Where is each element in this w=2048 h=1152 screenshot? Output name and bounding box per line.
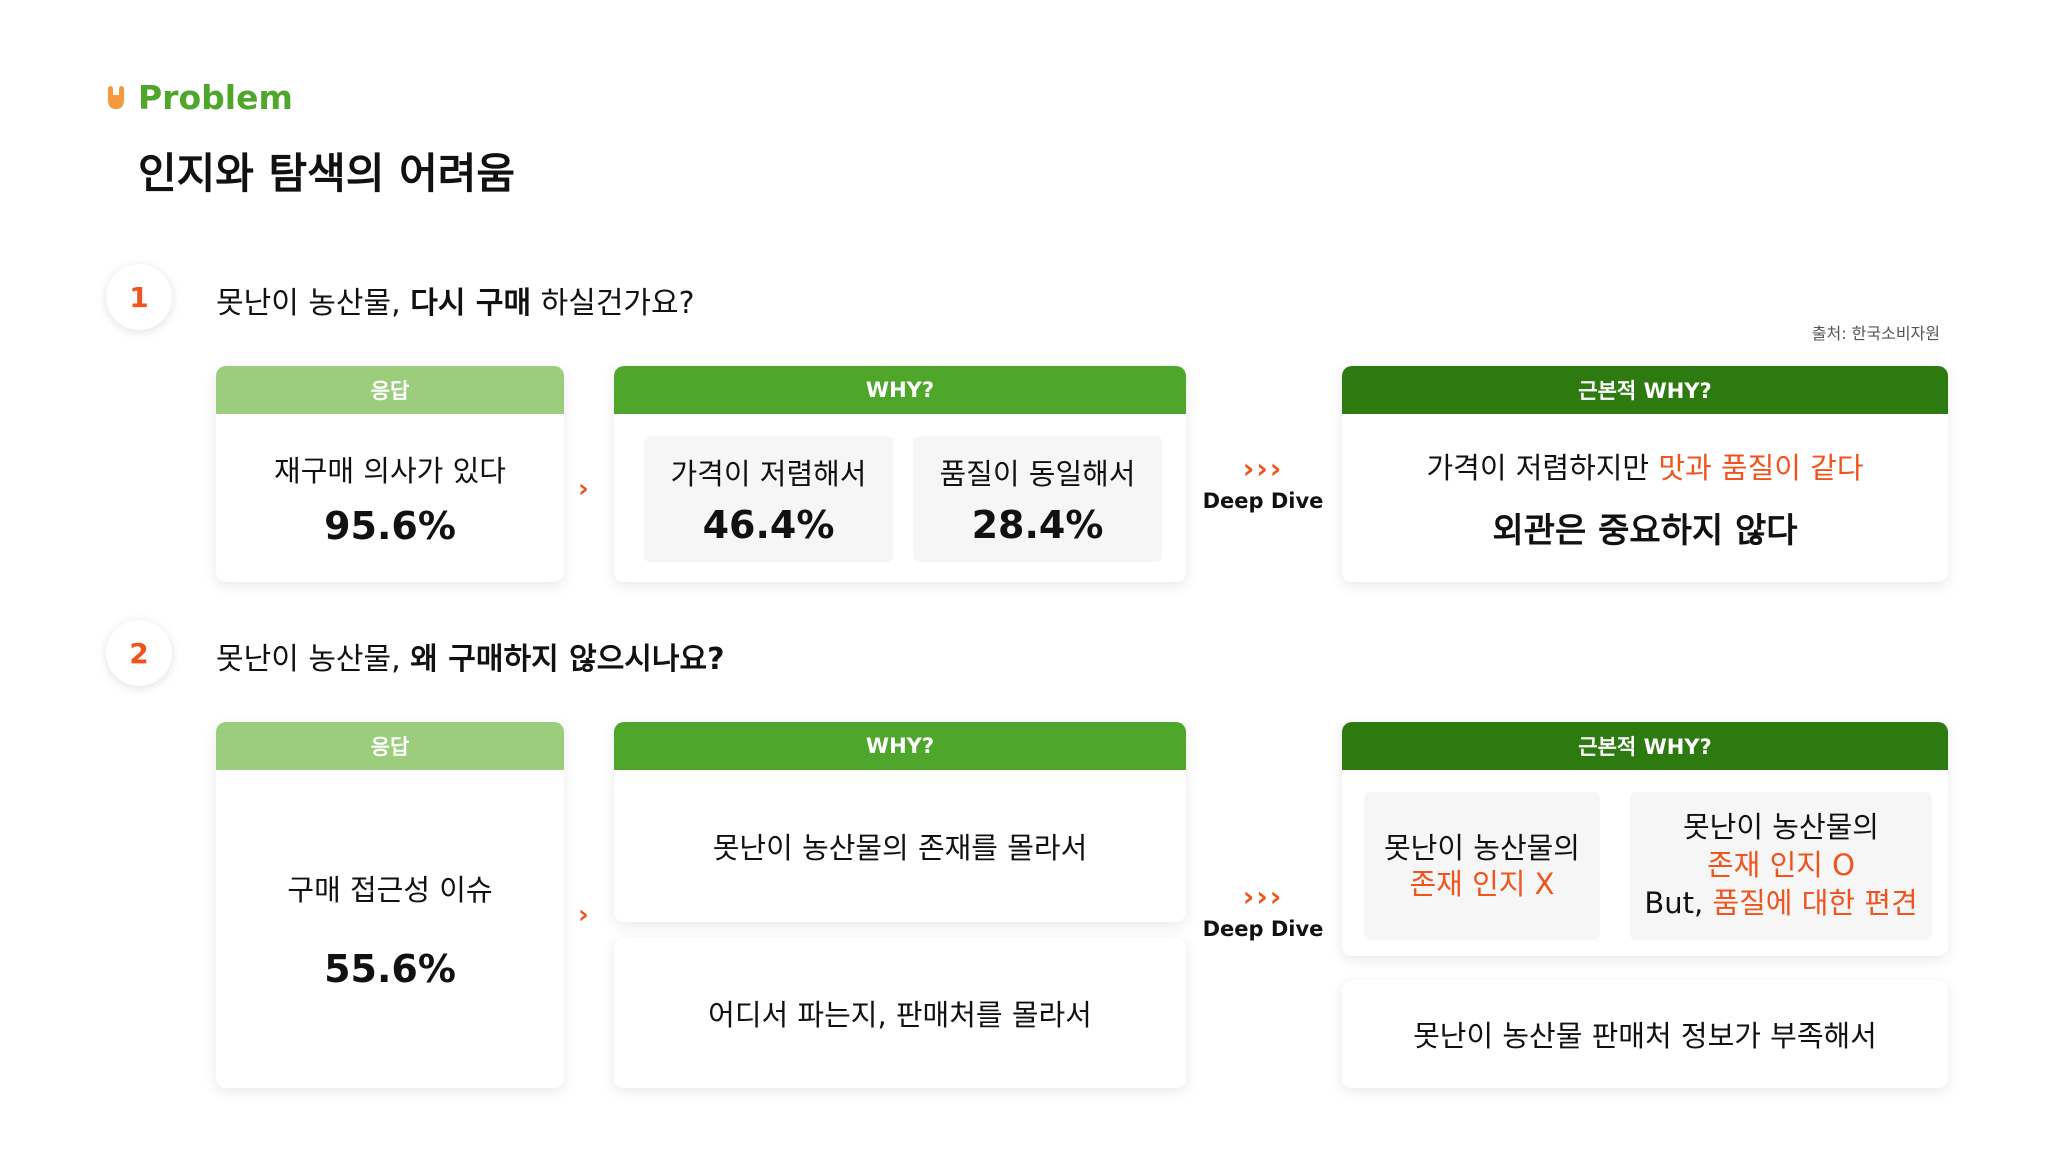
why-item-unaware: 못난이 농산물의 존재를 몰라서 (712, 831, 1088, 865)
source-note: 출처: 한국소비자원 (1811, 324, 1940, 343)
question-2: 못난이 농산물, 왜 구매하지 않으시나요? (216, 634, 725, 678)
why-item-price: 가격이 저렴해서 46.4% (644, 436, 893, 562)
deep-dive-label: Deep Dive (1202, 917, 1324, 941)
question-1-pre: 못난이 농산물, (216, 286, 411, 321)
question-1: 못난이 농산물, 다시 구매 하실건가요? (216, 278, 695, 322)
root-cause-unaware-line-1: 못난이 농산물의 (1384, 830, 1580, 865)
response-text: 구매 접근성 이슈 (287, 873, 493, 907)
response-value: 55.6% (324, 947, 456, 991)
response-card-1: 응답 재구매 의사가 있다 95.6% (216, 366, 564, 582)
why-item-value: 46.4% (702, 503, 835, 547)
question-1-bold: 다시 구매 (410, 286, 532, 321)
question-2-pre: 못난이 농산물, (216, 642, 411, 677)
root-cause-line-2: 외관은 중요하지 않다 (1492, 510, 1798, 551)
triple-chevron-icon: ››› (1242, 880, 1284, 913)
section-label-text: Problem (138, 78, 293, 117)
root-cause-prejudice-highlight: 품질에 대한 편견 (1712, 885, 1918, 920)
why-item-value: 28.4% (971, 503, 1104, 547)
question-number-1: 1 (106, 264, 172, 330)
triple-chevron-icon: ››› (1242, 452, 1284, 485)
root-cause-no-seller-info: 못난이 농산물 판매처 정보가 부족해서 (1342, 980, 1948, 1088)
root-cause-line-1-pre: 가격이 저렴하지만 (1426, 450, 1659, 485)
why-item-quality: 품질이 동일해서 28.4% (913, 436, 1162, 562)
response-value: 95.6% (324, 504, 456, 548)
why-card-1: WHY? 가격이 저렴해서 46.4% 품질이 동일해서 28.4% (614, 366, 1186, 582)
response-text: 재구매 의사가 있다 (274, 454, 506, 488)
question-1-post: 하실건가요? (531, 286, 695, 321)
deep-dive-1: ››› Deep Dive (1200, 452, 1326, 513)
why-item-label: 품질이 동일해서 (939, 457, 1136, 491)
question-2-bold: 왜 구매하지 않으시나요? (410, 642, 725, 677)
chevron-right-icon: › (578, 474, 589, 504)
page-title: 인지와 탐색의 어려움 (138, 149, 516, 198)
deep-dive-2: ››› Deep Dive (1200, 880, 1326, 941)
root-cause-prejudice-line-2: 존재 인지 O (1707, 848, 1855, 883)
why-item-no-seller: 어디서 파는지, 판매처를 몰라서 (614, 938, 1186, 1088)
response-header: 응답 (216, 722, 564, 770)
chevron-right-icon: › (578, 900, 589, 930)
root-cause-card-2: 근본적 WHY? 못난이 농산물의 존재 인지 X 못난이 농산물의 존재 인지… (1342, 722, 1948, 956)
root-cause-line-1: 가격이 저렴하지만 맛과 품질이 같다 (1426, 445, 1863, 487)
why-card-2: WHY? 못난이 농산물의 존재를 몰라서 (614, 722, 1186, 922)
question-number-2: 2 (106, 620, 172, 686)
response-card-2: 응답 구매 접근성 이슈 55.6% (216, 722, 564, 1088)
why-item-label: 가격이 저렴해서 (670, 457, 867, 491)
why-header: WHY? (614, 722, 1186, 770)
root-cause-prejudice-line-3-pre: But, (1644, 885, 1713, 920)
why-header: WHY? (614, 366, 1186, 414)
root-cause-header: 근본적 WHY? (1342, 722, 1948, 770)
response-header: 응답 (216, 366, 564, 414)
root-cause-prejudice-line-3: But, 품질에 대한 편견 (1644, 885, 1917, 923)
root-cause-unaware: 못난이 농산물의 존재 인지 X (1364, 792, 1600, 940)
root-cause-prejudice: 못난이 농산물의 존재 인지 O But, 품질에 대한 편견 (1630, 792, 1932, 940)
root-cause-card-1: 근본적 WHY? 가격이 저렴하지만 맛과 품질이 같다 외관은 중요하지 않다 (1342, 366, 1948, 582)
carrot-icon (108, 85, 124, 109)
deep-dive-label: Deep Dive (1202, 489, 1324, 513)
root-cause-unaware-line-2: 존재 인지 X (1409, 867, 1555, 901)
root-cause-header: 근본적 WHY? (1342, 366, 1948, 414)
root-cause-prejudice-line-1: 못난이 농산물의 (1683, 810, 1879, 845)
section-label: Problem (106, 78, 293, 117)
root-cause-highlight: 맛과 품질이 같다 (1658, 450, 1864, 485)
